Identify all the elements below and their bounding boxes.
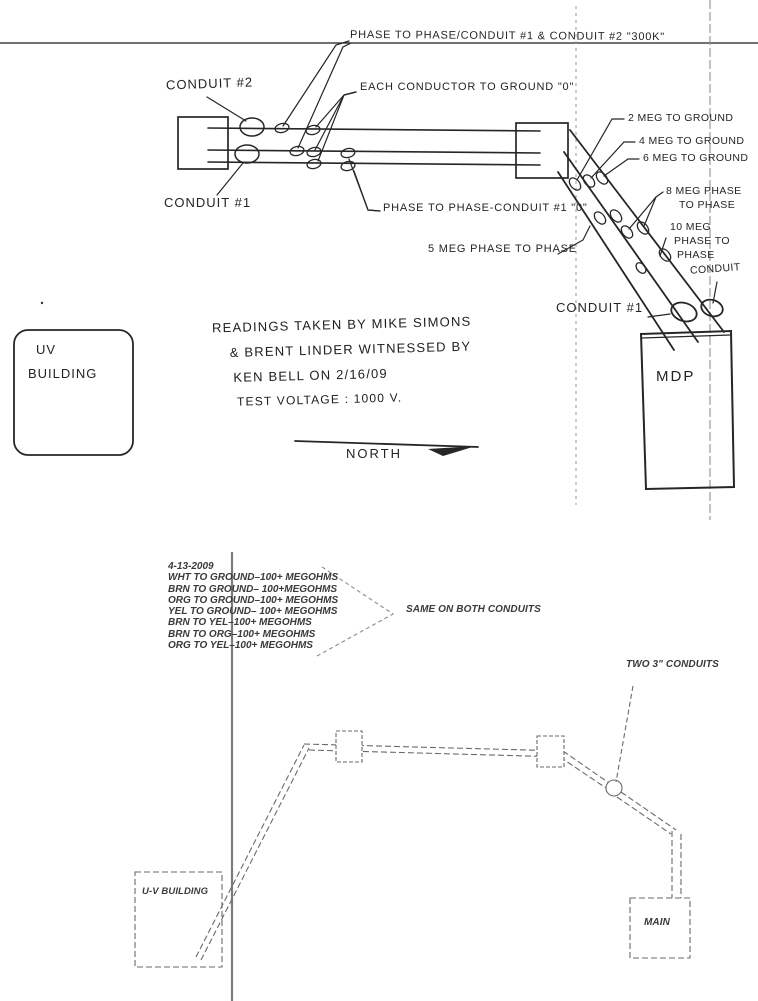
top-diagram [13,40,736,491]
phase-to-phase-0-label: PHASE TO PHASE-CONDUIT #1 "0" [383,202,588,214]
mdp-box [639,329,736,491]
test-point-ovals-horizontal [274,122,356,172]
diagonal-conduit-runs [557,129,725,351]
main-panel-box [629,897,691,959]
reading-brn-org: BRN TO ORG–100+ MEGOHMS [168,628,316,640]
two-3in-conduits-label: TWO 3" CONDUITS [626,659,719,670]
test-point-ovals-diagonal [568,171,672,274]
5-meg-phase-label: 5 MEG PHASE TO PHASE [428,243,577,255]
10-meg-phase-label-line3: PHASE [677,249,715,261]
main-panel-label: MAIN [644,917,670,928]
reading-wht-gnd: WHT TO GROUND–100+ MEGOHMS [168,572,339,584]
mdp-label: MDP [656,368,696,385]
8-meg-phase-label-line2: TO PHASE [679,199,736,211]
leader-lines-left [206,40,591,255]
conduit-1-right-label: CONDUIT #1 [556,300,644,315]
readings-note-block: READINGS TAKEN BY MIKE SIMONS & BRENT LI… [212,309,474,416]
uv-building-label-line1: UV [36,342,57,357]
leader-lines-right [576,118,718,318]
pull-point-circle [605,779,623,797]
conduit-1-left-label: CONDUIT #1 [164,195,252,210]
10-meg-phase-label-line2: PHASE TO [674,235,730,247]
uv-building-box [13,329,134,456]
north-label: NORTH [346,446,402,461]
uv-building-box-cad [134,871,223,968]
4-meg-to-ground-label: 4 MEG TO GROUND [639,135,745,147]
conduit-2-label: CONDUIT #2 [165,74,254,93]
conduit1-circle [234,144,260,164]
reading-yel-gnd: YEL TO GROUND– 100+ MEGOHMS [168,606,338,618]
reading-brn-yel: BRN TO YEL–100+ MEGOHMS [168,617,312,629]
each-conductor-ground-label: EACH CONDUCTOR TO GROUND "0" [360,81,575,93]
reading-date: 4-13-2009 [168,561,214,572]
reading-brn-gnd: BRN TO GROUND– 100+MEGOHMS [168,583,338,595]
north-arrowhead [428,446,476,456]
conduit2-circle [239,117,265,137]
10-meg-phase-label-line1: 10 MEG [670,221,711,233]
uv-building-cad-label: U-V BUILDING [142,886,209,897]
chevron-arrow [316,566,395,657]
6-meg-to-ground-label: 6 MEG TO GROUND [643,152,749,164]
uv-building-label-line2: BUILDING [28,366,98,381]
2-meg-to-ground-label: 2 MEG TO GROUND [628,112,734,124]
pull-box-1 [335,730,363,763]
same-on-both-conduits-label: SAME ON BOTH CONDUITS [406,604,541,615]
two-conduits-leader [615,685,634,783]
8-meg-phase-label-line1: 8 MEG PHASE [666,185,742,197]
pull-box-2 [536,735,565,768]
horizontal-conduit-runs [207,127,541,166]
conduit2-pull-oval [700,298,724,318]
ink-dot [40,301,44,305]
reading-org-gnd: ORG TO GROUND–100+ MEGOHMS [168,594,339,606]
reading-org-yel: ORG TO YEL–100+ MEGOHMS [168,640,313,652]
cad-conduit-route [195,743,682,961]
left-junction-box [177,116,229,170]
middle-junction-box [515,122,569,179]
bottom-diagram [134,566,691,968]
conduit1-pull-oval [670,301,698,323]
phase-to-phase-300k-label: PHASE TO PHASE/CONDUIT #1 & CONDUIT #2 "… [349,28,666,44]
north-arrow [294,440,479,456]
megohm-readings-block: 4-13-2009 WHT TO GROUND–100+ MEGOHMS BRN… [168,561,338,651]
